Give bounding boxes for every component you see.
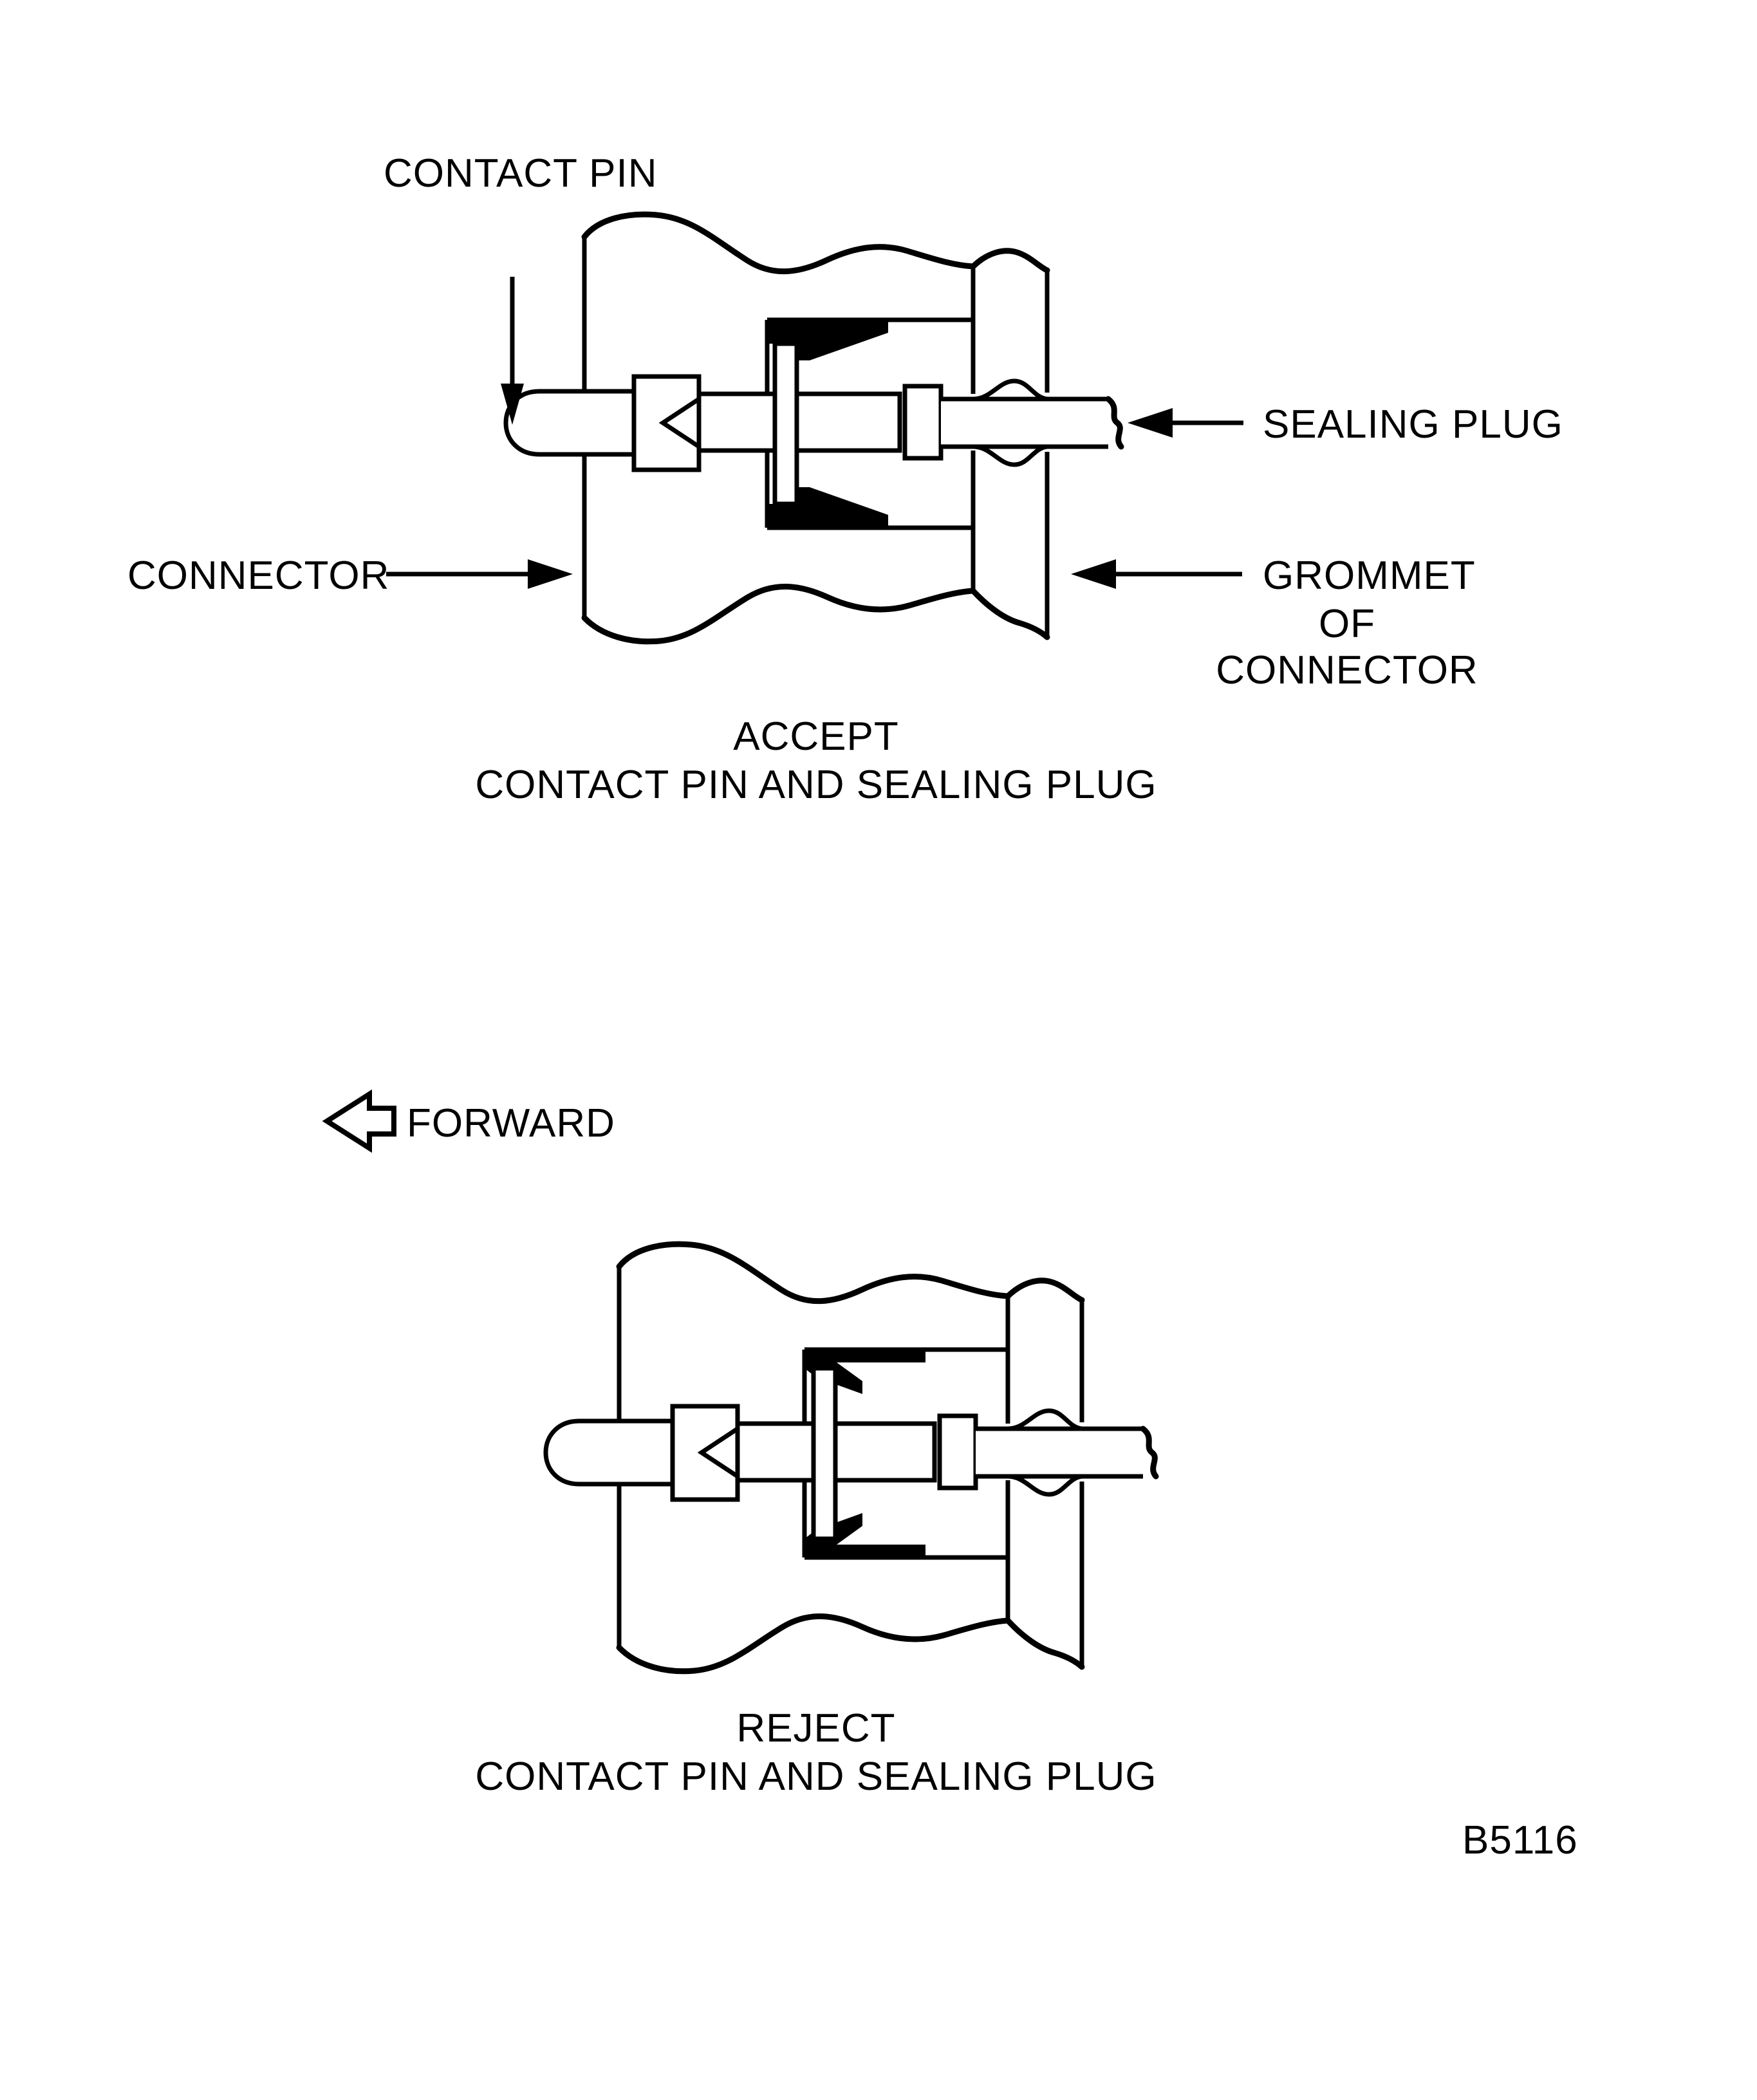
pin-flange-accept	[772, 341, 799, 506]
reject-panel: REJECT CONTACT PIN AND SEALING PLUG	[475, 1241, 1159, 1799]
contact-pin-reject	[543, 1366, 978, 1541]
forward-direction-key: FORWARD	[322, 1089, 615, 1153]
label-contact-pin: CONTACT PIN	[384, 151, 658, 196]
label-grommet-line1: GROMMET	[1263, 553, 1476, 598]
wire-reject	[976, 1408, 1159, 1497]
figure-number: B5116	[1462, 1818, 1578, 1863]
accept-panel: CONTACT PIN SEALING PLUG CONNECTOR GROMM…	[127, 151, 1563, 807]
callout-contact-pin	[501, 277, 524, 425]
sealing-plug-block-reject	[937, 1413, 978, 1491]
wire-accept	[941, 378, 1124, 467]
label-grommet-line2: OF	[1319, 602, 1375, 646]
grommet-reject	[1005, 1278, 1085, 1670]
label-grommet-line3: CONNECTOR	[1216, 648, 1478, 692]
callout-connector	[386, 559, 573, 589]
pin-flange-reject	[811, 1366, 838, 1541]
caption-reject-line1: REJECT	[736, 1706, 895, 1751]
forward-arrow-icon	[322, 1089, 396, 1153]
sealing-plug-block-accept	[902, 384, 944, 461]
callout-sealing-plug	[1128, 408, 1243, 438]
grommet-accept	[970, 248, 1050, 640]
contact-pin-accept	[503, 341, 944, 506]
label-forward: FORWARD	[407, 1101, 615, 1146]
label-sealing-plug: SEALING PLUG	[1263, 402, 1563, 447]
callout-grommet	[1071, 559, 1242, 589]
caption-reject-line2: CONTACT PIN AND SEALING PLUG	[475, 1754, 1157, 1799]
label-connector: CONNECTOR	[127, 553, 389, 598]
caption-accept-line1: ACCEPT	[733, 714, 898, 759]
caption-accept-line2: CONTACT PIN AND SEALING PLUG	[475, 763, 1157, 807]
